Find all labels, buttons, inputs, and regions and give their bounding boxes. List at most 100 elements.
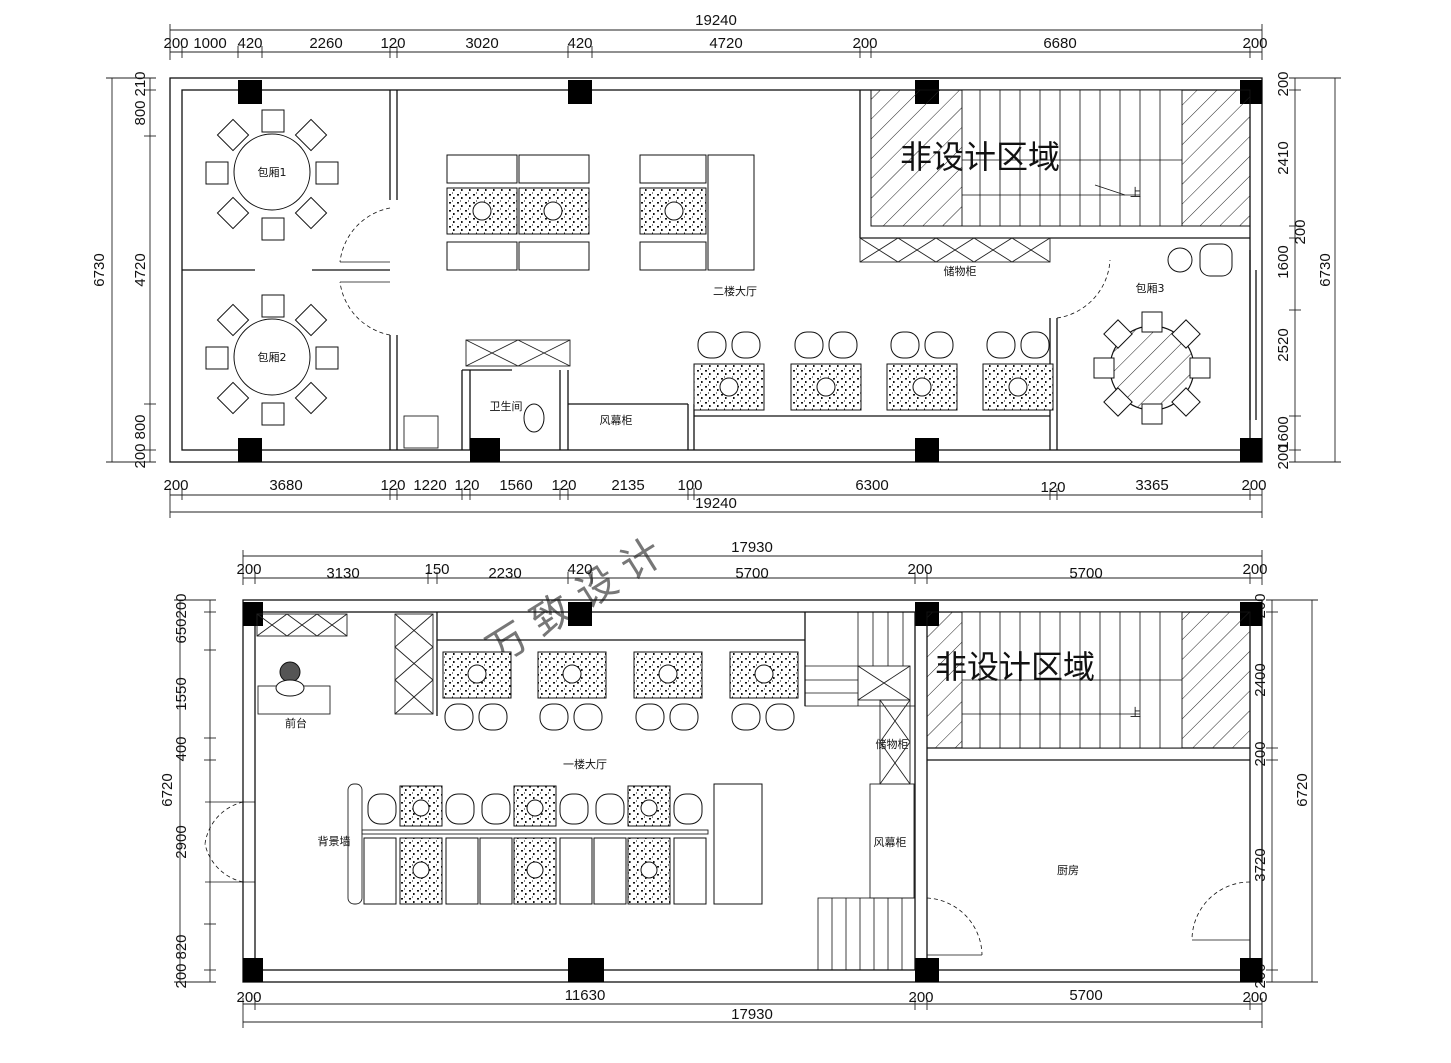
floor2-left-dim: 800 — [132, 414, 149, 439]
floor2-bottom-dim: 120 — [454, 477, 479, 494]
floor2-top-dim: 3020 — [465, 35, 498, 52]
floor1-air-curtain-label: 风幕柜 — [874, 835, 907, 849]
floor1-bottom-dim: 11630 — [565, 987, 606, 1004]
floor1-top-dim: 150 — [424, 561, 449, 578]
floor1-top-dim: 200 — [1242, 561, 1267, 578]
front-desk: 前台 — [257, 661, 331, 730]
floor1-top-dim: 5700 — [1069, 565, 1102, 582]
floor2-right-dim: 2520 — [1275, 328, 1292, 361]
floor2-dimension-lines — [106, 24, 1341, 518]
private-room-1-label: 包厢1 — [258, 166, 287, 179]
floor2-bottom-dim: 1220 — [413, 477, 446, 494]
floor2-storage-label: 储物柜 — [944, 264, 977, 278]
floor2-bottom-dim: 6300 — [855, 477, 888, 494]
floor1-bottom-total: 17930 — [731, 1006, 773, 1023]
floor1-top-total: 17930 — [731, 539, 773, 556]
floor1-bottom-dim: 5700 — [1069, 987, 1102, 1004]
kitchen: 厨房 — [1057, 864, 1079, 877]
floor2-bottom-dim: 3365 — [1135, 477, 1168, 494]
floor2-four-seat-tables — [693, 331, 1054, 411]
floor1-left-dim: 400 — [173, 736, 190, 761]
floor1-non-design-label: 非设计区域 — [935, 649, 1095, 685]
floor2-top-dim: 200 — [163, 35, 188, 52]
floor2-top-dim: 120 — [380, 35, 405, 52]
floor2-non-design-area: 非设计区域 上 — [870, 89, 1251, 227]
floor2-storage-cabinet: 储物柜 — [859, 237, 1051, 278]
floor1-left-total: 6720 — [159, 773, 176, 806]
floor1-storage-label: 储物柜 — [876, 737, 909, 751]
floor1-right-dim: 2400 — [1252, 663, 1269, 696]
floor1-air-curtain: 风幕柜 — [869, 783, 915, 899]
private-room-3: 包厢3 — [1093, 243, 1233, 425]
floor1-stairs — [804, 611, 916, 971]
floor2-top-dim: 420 — [237, 35, 262, 52]
floor1-left-dim: 2900 — [173, 825, 190, 858]
floor1-top-dim: 420 — [567, 561, 592, 578]
floor2-top-dim: 4720 — [709, 35, 742, 52]
floor2-air-curtain-label: 风幕柜 — [600, 413, 633, 427]
floor2-right-dim: 1600 — [1275, 416, 1292, 449]
floor1-stairs-up-label: 上 — [1130, 706, 1141, 719]
floor2-right-dim: 200 — [1275, 71, 1292, 96]
floor2-hall-label: 二楼大厅 — [713, 284, 757, 298]
floor1-left-dim: 650 — [173, 618, 190, 643]
floor2-top-dim: 6680 — [1043, 35, 1076, 52]
floor2-bottom-dim: 120 — [551, 477, 576, 494]
floor2-left-dim: 210 — [132, 71, 149, 96]
floor2-top-total: 19240 — [695, 12, 737, 29]
private-room-2-label: 包厢2 — [258, 351, 287, 364]
floor2-right-dim: 2410 — [1275, 141, 1292, 174]
floor1-bottom-dim: 200 — [1242, 989, 1267, 1006]
floor1-hall-label: 一楼大厅 — [563, 757, 607, 771]
floor2-doors — [339, 207, 1111, 336]
floor2-toilet: 卫生间 风幕柜 — [403, 339, 633, 449]
floor2-left-dim: 800 — [132, 100, 149, 125]
floor1-top-dim: 200 — [236, 561, 261, 578]
floor1-left-dim: 200 — [173, 963, 190, 988]
floor2-right-total: 6730 — [1317, 253, 1334, 286]
floor2-top-dim: 420 — [567, 35, 592, 52]
floor2-left-dim: 4720 — [132, 253, 149, 286]
floor2-top-dim: 200 — [852, 35, 877, 52]
floor1-top-dim: 3130 — [326, 565, 359, 582]
floor2-bottom-dim: 200 — [163, 477, 188, 494]
floor1-left-dim: 1550 — [173, 677, 190, 710]
floor2-bottom-dim: 200 — [1241, 477, 1266, 494]
floor1-bottom-dim: 200 — [236, 989, 261, 1006]
floor2-bottom-dim: 3680 — [269, 477, 302, 494]
floor2-top-dim: 2260 — [309, 35, 342, 52]
floor1-bottom-dim: 200 — [908, 989, 933, 1006]
floor2-bottom-dim: 100 — [677, 477, 702, 494]
floor2-stairs-up-label: 上 — [1130, 186, 1141, 199]
floor1-left-dim: 200 — [173, 593, 190, 618]
private-room-1: 包厢1 — [205, 109, 339, 241]
floor2-bottom-total: 19240 — [695, 495, 737, 512]
floor2-bottom-dim: 2135 — [611, 477, 644, 494]
private-room-3-label: 包厢3 — [1136, 282, 1165, 295]
floor2-toilet-label: 卫生间 — [490, 399, 523, 413]
kitchen-label: 厨房 — [1057, 864, 1079, 877]
floor1-top-tables — [442, 651, 799, 731]
front-desk-label: 前台 — [285, 716, 307, 730]
background-wall-label: 背景墙 — [318, 834, 351, 848]
floor1-left-dim: 820 — [173, 934, 190, 959]
floor1-top-dim: 2230 — [488, 565, 521, 582]
floor2-top-dim: 200 — [1242, 35, 1267, 52]
floor2-right-dim: 200 — [1292, 219, 1309, 244]
floor1-top-dim: 5700 — [735, 565, 768, 582]
floor1-right-dim: 200 — [1252, 741, 1269, 766]
floor2-bottom-dim: 120 — [1040, 479, 1065, 496]
floor1-right-total: 6720 — [1294, 773, 1311, 806]
floor2-left-total: 6730 — [91, 253, 108, 286]
floor2-non-design-label: 非设计区域 — [900, 139, 1060, 175]
floor1-booth-island — [347, 783, 763, 905]
floor2-top-dim: 1000 — [193, 35, 226, 52]
floor1-right-dim: 3720 — [1252, 848, 1269, 881]
floor2-bottom-dim: 1560 — [499, 477, 532, 494]
floor1-dimension-lines — [174, 550, 1318, 1028]
floor2-bottom-dim: 120 — [380, 477, 405, 494]
floor2-right-dim: 1600 — [1275, 245, 1292, 278]
floor2-booths — [446, 154, 755, 271]
floor1-plan: 17930 200 3130 150 2230 420 5700 200 570… — [159, 539, 1318, 1028]
